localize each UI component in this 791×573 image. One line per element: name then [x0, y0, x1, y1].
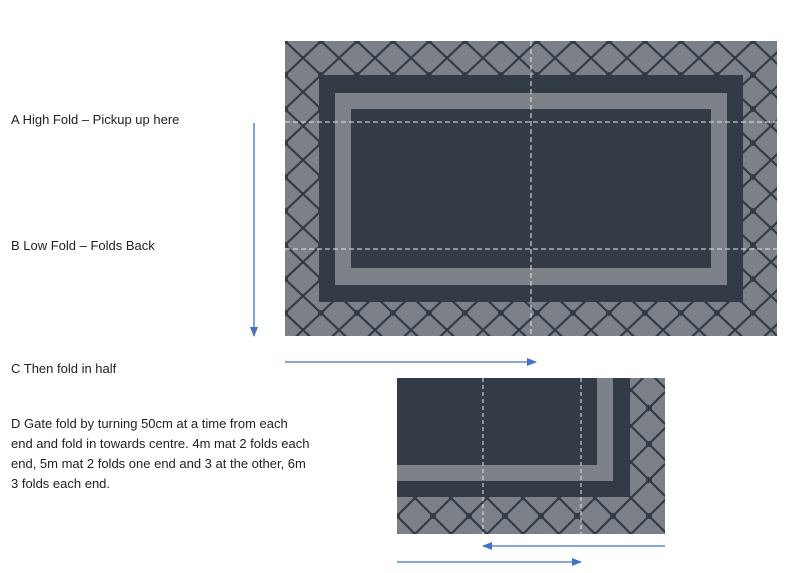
step-d-label: D Gate fold by turning 50cm at a time fr…	[11, 416, 310, 491]
step-c-label: C Then fold in half	[11, 361, 117, 376]
step-b-label: B Low Fold – Folds Back	[11, 238, 155, 253]
step-a-label: A High Fold – Pickup up here	[11, 112, 180, 127]
half-mat-center	[397, 378, 597, 465]
half-mat	[397, 378, 665, 534]
full-mat	[285, 41, 777, 336]
